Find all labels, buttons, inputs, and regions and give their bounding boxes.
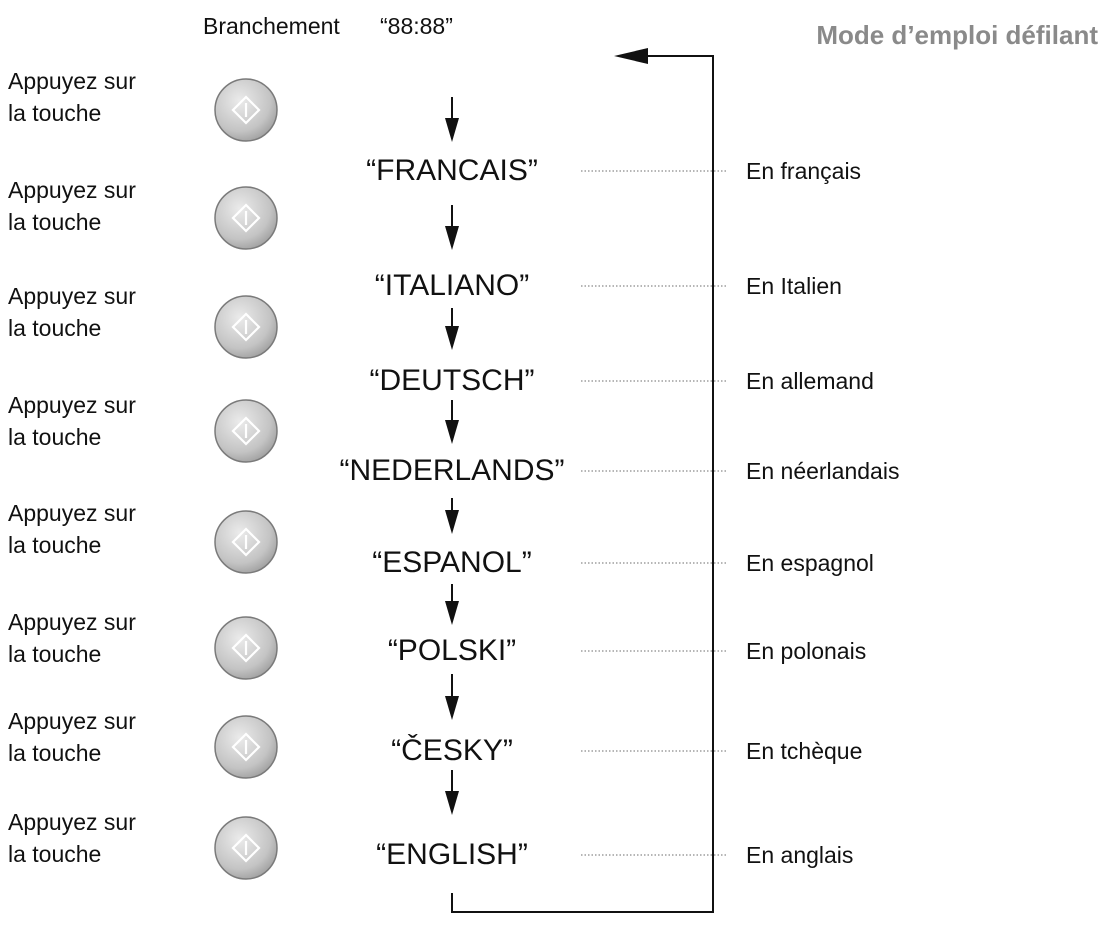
language-meaning: En Italien [746, 273, 842, 299]
instruction-line-2: la touche [8, 532, 101, 558]
down-arrow [445, 498, 459, 534]
power-diamond-icon [231, 416, 261, 446]
language-meaning: En français [746, 158, 861, 184]
power-button[interactable] [214, 399, 278, 463]
power-diamond-icon [231, 95, 261, 125]
step-row: Appuyez sur la touche “ESPANOL” En espagnol [8, 498, 874, 579]
step-row: Appuyez sur la touche “POLSKI” En polonais [8, 584, 866, 680]
instruction-line-1: Appuyez sur [8, 708, 136, 734]
page-title: Mode d’emploi défilant [816, 20, 1098, 50]
instruction-line-1: Appuyez sur [8, 283, 136, 309]
down-arrow [445, 584, 459, 625]
power-button[interactable] [214, 78, 278, 142]
power-diamond-icon [231, 833, 261, 863]
down-arrow [445, 770, 459, 815]
power-diamond-icon [231, 732, 261, 762]
power-button[interactable] [214, 715, 278, 779]
language-meaning: En allemand [746, 368, 874, 394]
power-button[interactable] [214, 510, 278, 574]
power-button[interactable] [214, 295, 278, 359]
steps-layer: Appuyez sur la touche “FRANCAIS” En françai… [8, 68, 899, 880]
instruction-line-2: la touche [8, 841, 101, 867]
display-text: “ENGLISH” [376, 838, 528, 871]
language-meaning: En polonais [746, 638, 866, 664]
step-row: Appuyez sur la touche “ENGLISH” En anglais [8, 770, 853, 880]
power-diamond-icon [231, 203, 261, 233]
power-diamond-icon [231, 312, 261, 342]
language-meaning: En néerlandais [746, 458, 899, 484]
instruction-line-1: Appuyez sur [8, 609, 136, 635]
power-diamond-icon [231, 527, 261, 557]
display-text: “DEUTSCH” [370, 364, 535, 397]
instruction-line-2: la touche [8, 209, 101, 235]
language-meaning: En tchèque [746, 738, 862, 764]
display-text: “ESPANOL” [372, 546, 531, 579]
instruction-line-1: Appuyez sur [8, 392, 136, 418]
step-row: Appuyez sur la touche “ČESKY” En tchèque [8, 674, 862, 779]
power-button[interactable] [214, 186, 278, 250]
power-button[interactable] [214, 616, 278, 680]
instruction-line-2: la touche [8, 424, 101, 450]
display-text: “ČESKY” [391, 733, 513, 767]
power-button[interactable] [214, 816, 278, 880]
step-row: Appuyez sur la touche “FRANCAIS” En françai… [8, 68, 861, 187]
step-row: Appuyez sur la touche “DEUTSCH” En allemand [8, 283, 874, 397]
down-arrow [445, 97, 459, 142]
loop-back-arrow [451, 48, 714, 913]
start-label: Branchement [203, 13, 340, 39]
start-display: “88:88” [380, 13, 453, 39]
instruction-line-1: Appuyez sur [8, 809, 136, 835]
instruction-line-2: la touche [8, 740, 101, 766]
step-row: Appuyez sur la touche “NEDERLANDS” En néerl… [8, 392, 899, 487]
power-diamond-icon [231, 633, 261, 663]
language-meaning: En anglais [746, 842, 853, 868]
instruction-line-2: la touche [8, 100, 101, 126]
down-arrow [445, 308, 459, 350]
instruction-line-1: Appuyez sur [8, 500, 136, 526]
display-text: “POLSKI” [388, 634, 516, 667]
display-text: “FRANCAIS” [366, 154, 538, 187]
instruction-line-1: Appuyez sur [8, 177, 136, 203]
step-row: Appuyez sur la touche “ITALIANO” En Italien [8, 177, 842, 302]
down-arrow [445, 400, 459, 444]
display-text: “ITALIANO” [375, 269, 529, 302]
language-meaning: En espagnol [746, 550, 874, 576]
instruction-line-1: Appuyez sur [8, 68, 136, 94]
down-arrow [445, 205, 459, 250]
display-text: “NEDERLANDS” [339, 454, 564, 487]
down-arrow [445, 674, 459, 720]
instruction-line-2: la touche [8, 641, 101, 667]
instruction-line-2: la touche [8, 315, 101, 341]
